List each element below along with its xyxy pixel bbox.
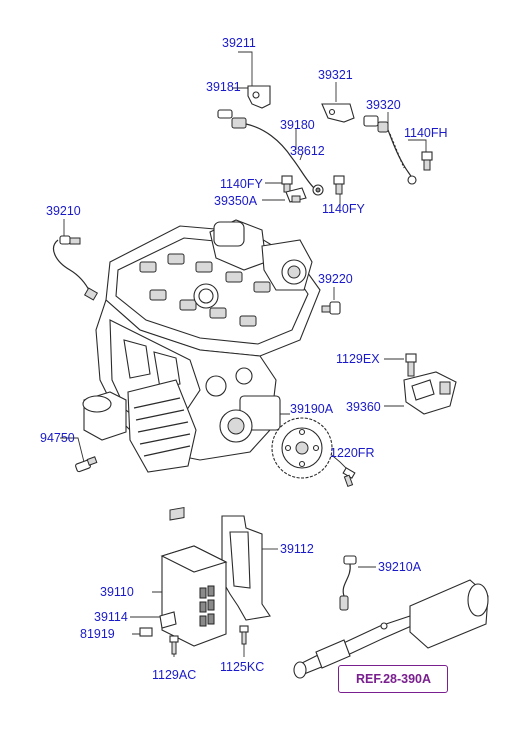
ring-gear-39190A <box>271 417 333 479</box>
label-39350A: 39350A <box>214 194 258 208</box>
clip-39114 <box>159 611 177 629</box>
label-39320: 39320 <box>366 98 401 112</box>
sensor-39320 <box>363 115 417 185</box>
sensor-39350A <box>285 187 307 203</box>
oxygen-sensor-39210 <box>53 235 99 301</box>
label-39190A: 39190A <box>290 402 334 416</box>
label-39220: 39220 <box>318 272 353 286</box>
reference-label[interactable]: REF.28-390A <box>356 672 432 686</box>
label-1125KC: 1125KC <box>220 660 265 674</box>
label-39110: 39110 <box>100 585 134 599</box>
bolt-1140FY-right <box>333 175 345 195</box>
ecu-39110 <box>160 506 228 647</box>
bolt-1220FR <box>342 467 356 488</box>
nut-81919 <box>139 627 153 637</box>
label-39210A: 39210A <box>378 560 422 574</box>
knock-sensor-39180 <box>312 184 324 196</box>
bolt-1129EX <box>405 353 417 377</box>
oxygen-sensor-39210A <box>339 555 357 611</box>
reference-box <box>338 665 448 693</box>
label-1140FH: 1140FH <box>404 126 448 140</box>
engine-block <box>82 219 341 473</box>
label-81919: 81919 <box>80 627 115 641</box>
label-94750: 94750 <box>40 431 75 445</box>
exhaust-pipe <box>293 579 489 679</box>
bracket-39321 <box>321 103 355 123</box>
label-1129AC: 1129AC <box>152 668 197 682</box>
bolt-1129AC <box>169 635 179 655</box>
label-1220FR: 1220FR <box>330 446 375 460</box>
bolt-1140FY-top <box>281 175 293 193</box>
label-39321: 39321 <box>318 68 353 82</box>
sensor-connector-39211 <box>217 109 315 189</box>
bolt-1125KC <box>239 625 249 645</box>
bracket-39112 <box>221 515 271 621</box>
label-38612: 38612 <box>290 144 325 158</box>
label-39112: 39112 <box>280 542 314 556</box>
sensor-39360 <box>403 371 457 415</box>
bolt-1140FH <box>421 151 433 171</box>
label-39180: 39180 <box>280 118 315 132</box>
sensor-bracket-39181 <box>247 85 271 109</box>
label-39181: 39181 <box>206 80 241 94</box>
label-39114: 39114 <box>94 610 128 624</box>
label-39210: 39210 <box>46 204 81 218</box>
label-39211: 39211 <box>222 36 256 50</box>
oil-pressure-switch-94750 <box>75 456 98 473</box>
label-1140FY-top: 1140FY <box>220 177 263 191</box>
label-39360: 39360 <box>346 400 381 414</box>
label-1129EX: 1129EX <box>336 352 380 366</box>
label-1140FY-right: 1140FY <box>322 202 365 216</box>
